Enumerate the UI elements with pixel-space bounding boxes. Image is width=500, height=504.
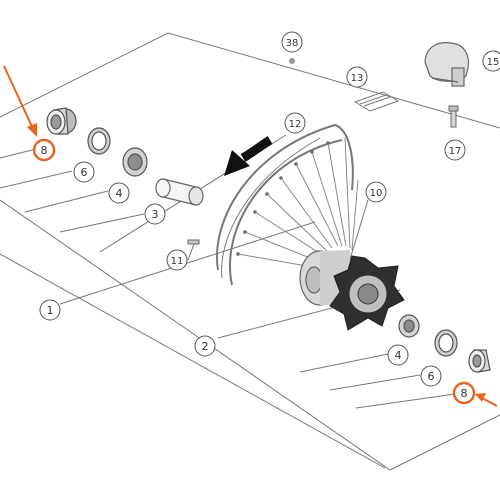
callout-circle <box>73 161 95 183</box>
part-10-spokes <box>237 137 359 269</box>
callout-10: 10 <box>365 181 387 203</box>
callout-circle <box>452 381 476 405</box>
callout-3: 3 <box>144 203 166 225</box>
callout-circle <box>144 203 166 225</box>
callout-number: 11 <box>171 256 184 267</box>
part-6-seal-ring-left <box>87 127 111 155</box>
callout-number: 6 <box>81 166 88 179</box>
callout-number: 3 <box>152 208 159 221</box>
part-15-valve <box>424 42 470 87</box>
part-8-shaft-seal-left <box>46 107 77 135</box>
callout-17: 17 <box>444 139 466 161</box>
callout-number: 38 <box>286 38 299 49</box>
callout-circle <box>482 50 500 72</box>
callout-number: 8 <box>41 144 48 157</box>
callout-circle <box>444 139 466 161</box>
orange-arrow-right <box>475 393 498 407</box>
callout-38: 38 <box>281 31 303 53</box>
callout-6: 6 <box>420 365 442 387</box>
part-6-seal-ring-right <box>434 329 458 357</box>
callout-12: 12 <box>284 112 306 134</box>
callout-2: 2 <box>194 335 216 357</box>
callout-number: 12 <box>289 119 302 130</box>
callout-circle <box>387 344 409 366</box>
callout-circle <box>365 181 387 203</box>
callout-number: 17 <box>449 146 462 157</box>
part-4-bearing-left <box>122 147 148 177</box>
callout-number: 8 <box>461 387 468 400</box>
callout-8-highlighted: 8 <box>32 138 56 162</box>
part-11-bolt <box>187 239 200 245</box>
callout-number: 6 <box>428 370 435 383</box>
callout-number: 1 <box>47 304 54 317</box>
callout-circle <box>108 182 130 204</box>
direction-arrow <box>224 136 273 176</box>
callout-circle <box>281 31 303 53</box>
part-17-valve-bolt <box>448 105 459 128</box>
frame-box <box>0 32 500 471</box>
orange-arrow-left <box>3 65 37 137</box>
callout-circle <box>346 66 368 88</box>
callout-circle <box>284 112 306 134</box>
part-3-spacer-sleeve <box>155 178 204 206</box>
callout-1: 1 <box>39 299 61 321</box>
callout-circle <box>39 299 61 321</box>
callout-number: 4 <box>116 187 123 200</box>
callout-4: 4 <box>108 182 130 204</box>
callout-15: 15 <box>482 50 500 72</box>
part-4-bearing-right <box>398 314 420 338</box>
callout-circle <box>194 335 216 357</box>
callout-8-highlighted: 8 <box>452 381 476 405</box>
callout-number: 4 <box>395 349 402 362</box>
callout-number: 13 <box>351 73 364 84</box>
hub-sprocket-carrier <box>329 255 405 331</box>
callout-6: 6 <box>73 161 95 183</box>
part-8-shaft-seal-right <box>468 349 491 373</box>
part-38-small-nut <box>289 58 295 64</box>
callout-circle <box>32 138 56 162</box>
callout-circle <box>420 365 442 387</box>
callout-11: 11 <box>166 249 188 271</box>
callout-circle <box>166 249 188 271</box>
callout-4: 4 <box>387 344 409 366</box>
callout-number: 15 <box>487 57 500 68</box>
callout-number: 2 <box>202 340 209 353</box>
callout-number: 10 <box>370 188 383 199</box>
part-13-label-sticker <box>353 91 400 112</box>
callout-13: 13 <box>346 66 368 88</box>
